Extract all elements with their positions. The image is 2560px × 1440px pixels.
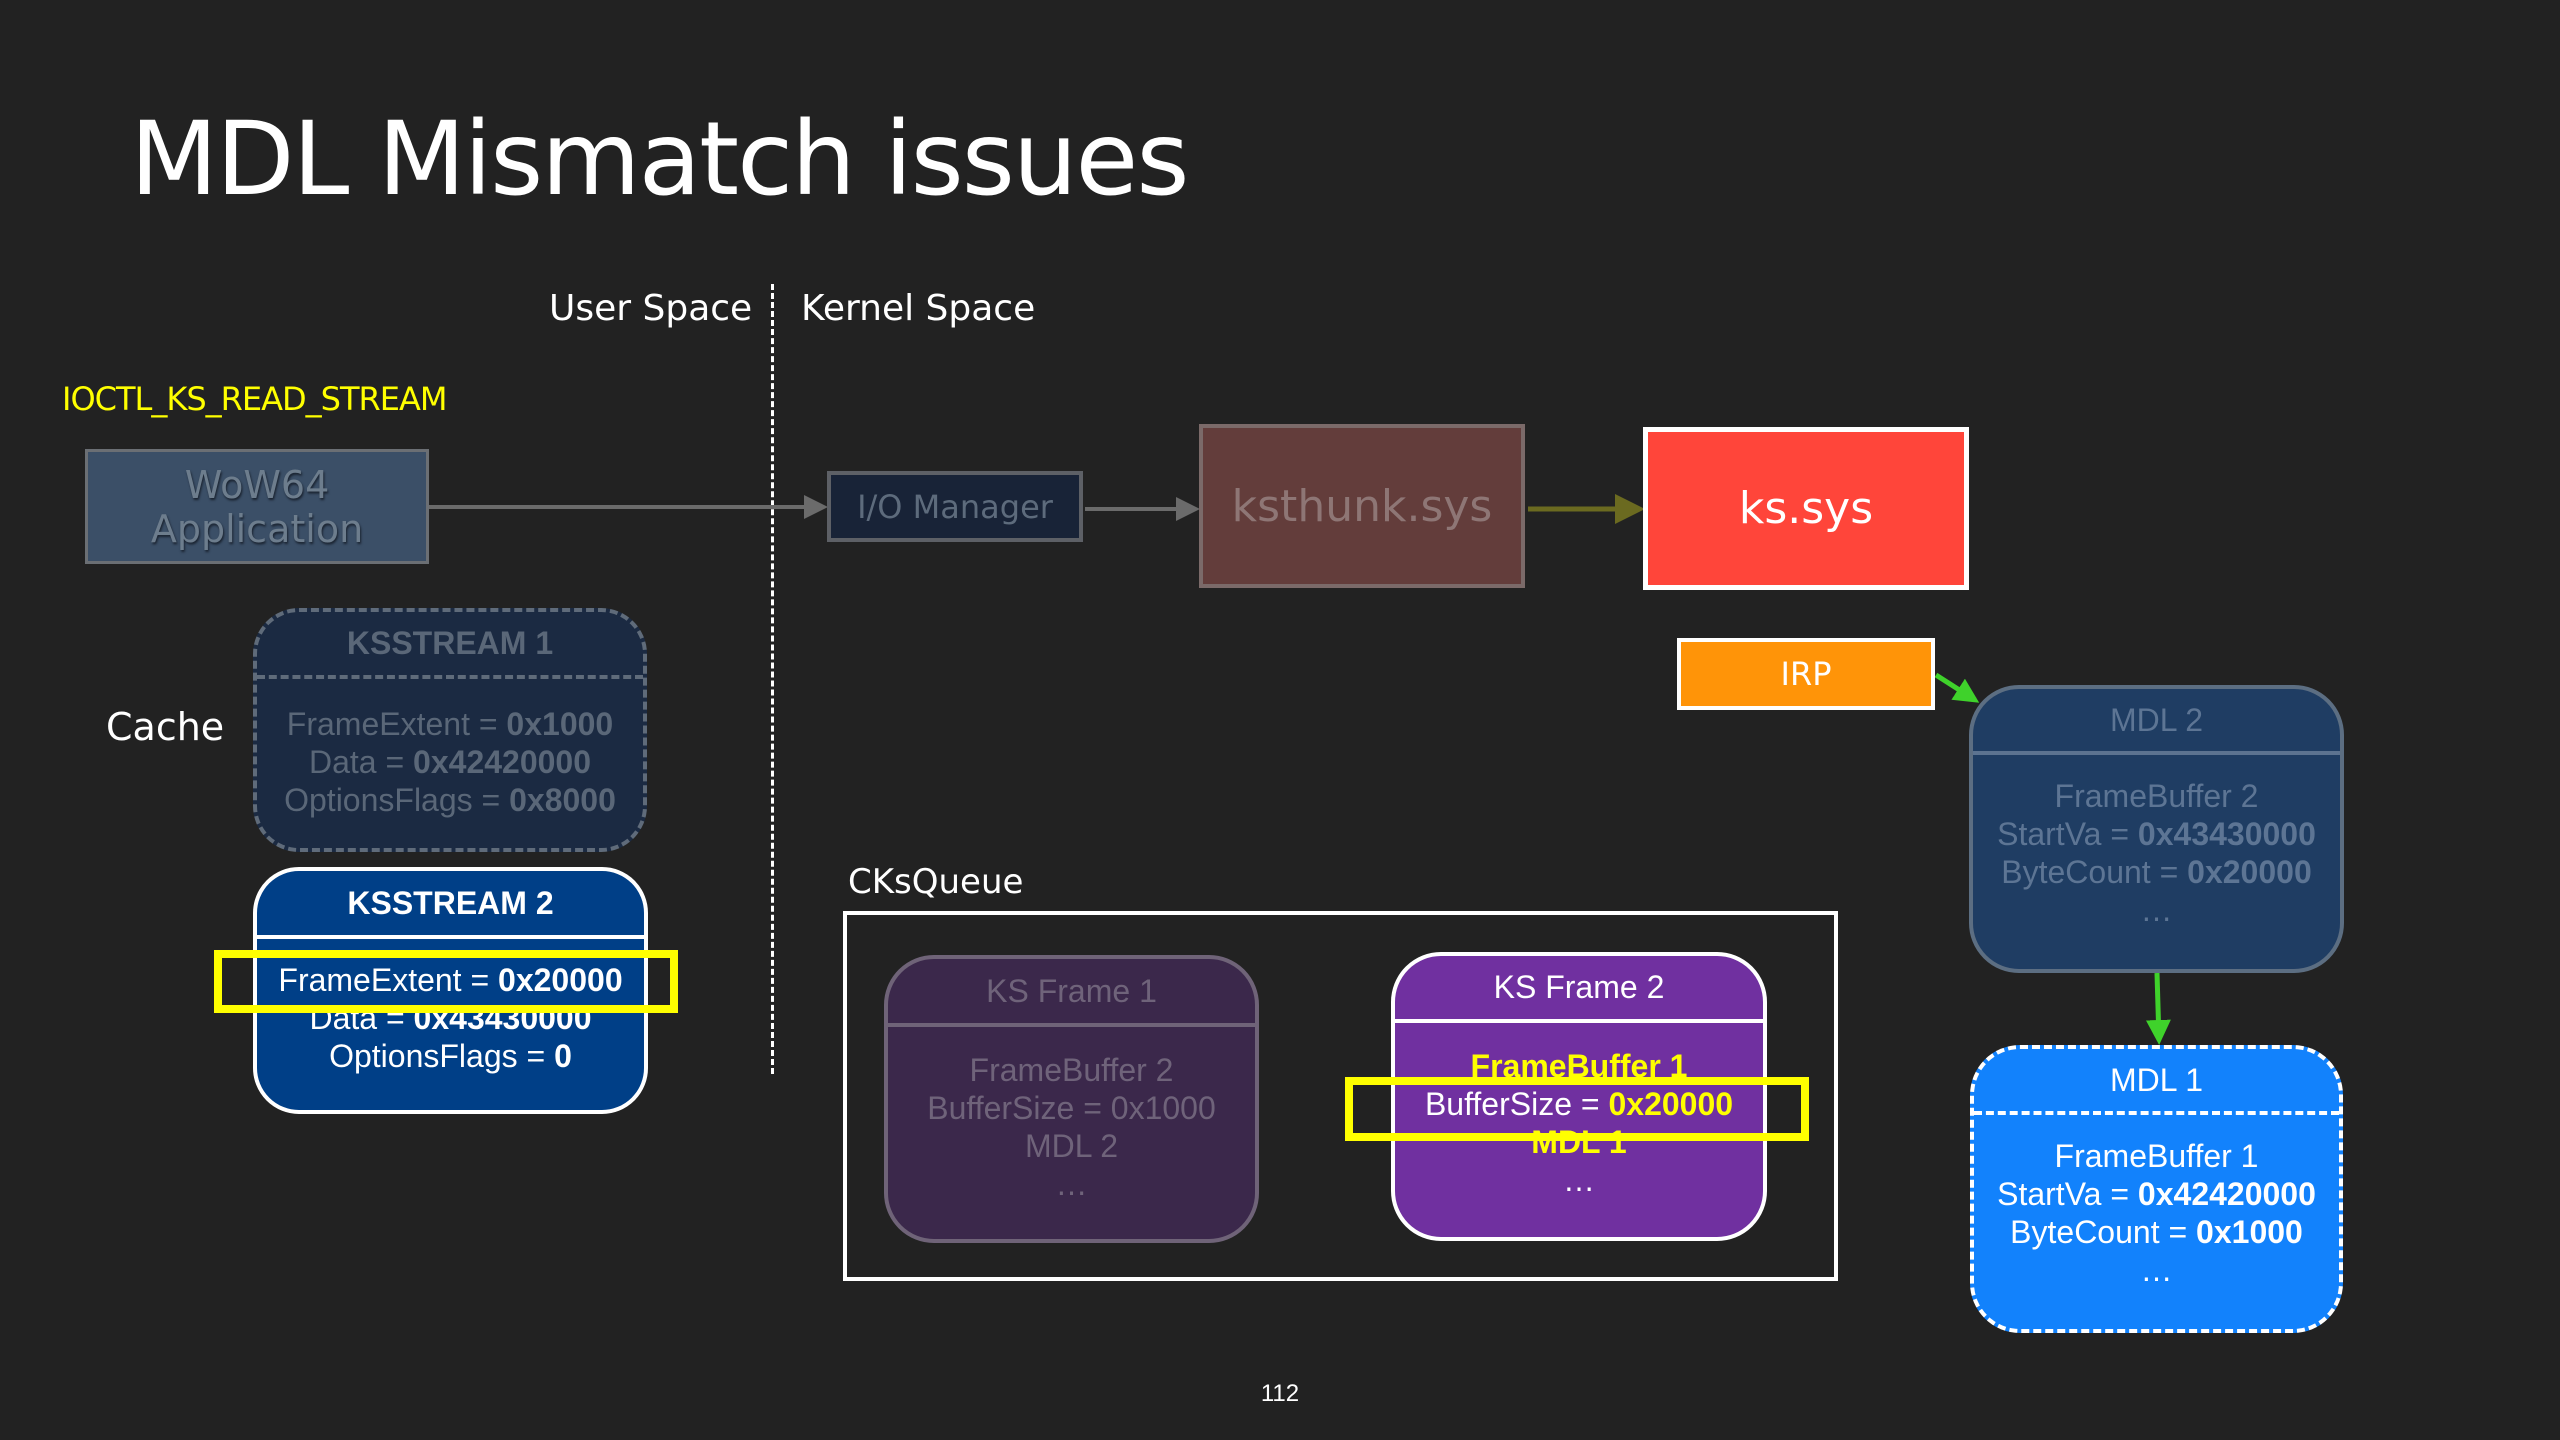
mdl2-ellipsis: …	[2140, 892, 2173, 928]
user-kernel-divider	[771, 284, 774, 1074]
io-manager-label: I/O Manager	[857, 487, 1053, 526]
cache-label: Cache	[106, 705, 225, 749]
irp-box: IRP	[1677, 638, 1935, 710]
ks-frame1-title: KS Frame 1	[888, 959, 1255, 1027]
mdl2-box: MDL 2 FrameBuffer 2 StartVa = 0x43430000…	[1969, 685, 2344, 973]
ckqueue-container	[843, 911, 1838, 1281]
ks-frame2-title: KS Frame 2	[1395, 956, 1763, 1023]
mdl1-framebuffer: FrameBuffer 1	[2054, 1138, 2259, 1174]
mdl2-bytecount: ByteCount = 0x20000	[2001, 854, 2312, 890]
mdl1-title: MDL 1	[1974, 1049, 2339, 1115]
ks-frame1-box: KS Frame 1 FrameBuffer 2 BufferSize = 0x…	[884, 955, 1259, 1243]
wow64-application-box: WoW64 Application	[85, 449, 429, 564]
buffer-size-highlight	[1345, 1077, 1809, 1141]
mdl1-startva: StartVa = 0x42420000	[1997, 1176, 2316, 1212]
ksstream1-options-flags: OptionsFlags = 0x8000	[284, 782, 616, 818]
mdl1-box: MDL 1 FrameBuffer 1 StartVa = 0x42420000…	[1970, 1045, 2343, 1333]
mdl2-startva: StartVa = 0x43430000	[1997, 816, 2316, 852]
io-manager-box: I/O Manager	[827, 471, 1083, 542]
mdl1-bytecount: ByteCount = 0x1000	[2010, 1214, 2303, 1250]
slide-title: MDL Mismatch issues	[130, 100, 1189, 219]
frame-extent-highlight	[214, 950, 678, 1013]
ksstream1-box: KSSTREAM 1 FrameExtent = 0x1000 Data = 0…	[253, 608, 647, 852]
ksstream2-box: KSSTREAM 2 FrameExtent = 0x20000 Data = …	[253, 867, 648, 1114]
wow64-line2: Application	[150, 506, 364, 551]
ks-frame2-mdl: MDL 1	[1531, 1124, 1627, 1160]
ksstream1-data: Data = 0x42420000	[308, 744, 592, 780]
ks-frame1-ellipsis: …	[1055, 1166, 1088, 1202]
arrow-irp-to-mdl2	[1934, 672, 1980, 703]
irp-label: IRP	[1780, 655, 1832, 693]
kssys-label: ks.sys	[1738, 483, 1874, 534]
ksstream2-title: KSSTREAM 2	[257, 871, 644, 939]
page-number: 112	[1260, 1380, 1300, 1407]
ks-frame1-buffersize: BufferSize = 0x1000	[927, 1090, 1216, 1126]
ks-frame2-ellipsis: …	[1563, 1162, 1595, 1198]
ks-frame2-buffersize: BufferSize = 0x20000	[1424, 1086, 1734, 1122]
ioctl-label: IOCTL_KS_READ_STREAM	[62, 380, 447, 418]
ksthunk-box: ksthunk.sys	[1199, 424, 1525, 588]
mdl1-ellipsis: …	[2140, 1252, 2173, 1288]
ksstream2-frame-extent: FrameExtent = 0x20000	[278, 962, 623, 998]
mdl2-framebuffer: FrameBuffer 2	[2054, 778, 2259, 814]
ks-frame2-box: KS Frame 2 FrameBuffer 1 BufferSize = 0x…	[1391, 952, 1767, 1241]
ksstream1-frame-extent: FrameExtent = 0x1000	[286, 706, 614, 742]
ksthunk-label: ksthunk.sys	[1231, 480, 1493, 532]
arrow-mdl2-to-mdl1	[2145, 972, 2171, 1045]
ksstream2-options-flags: OptionsFlags = 0	[329, 1038, 572, 1074]
wow64-line1: WoW64	[184, 462, 330, 507]
kssys-box: ks.sys	[1643, 427, 1969, 590]
mdl2-title: MDL 2	[1973, 689, 2340, 755]
ckqueue-label: CKsQueue	[848, 862, 1024, 902]
user-space-label: User Space	[549, 288, 753, 329]
ks-frame1-framebuffer: FrameBuffer 2	[969, 1052, 1174, 1088]
ks-frame1-mdl: MDL 2	[1024, 1128, 1119, 1164]
ksstream1-title: KSSTREAM 1	[257, 612, 643, 679]
kernel-space-label: Kernel Space	[801, 288, 1036, 329]
